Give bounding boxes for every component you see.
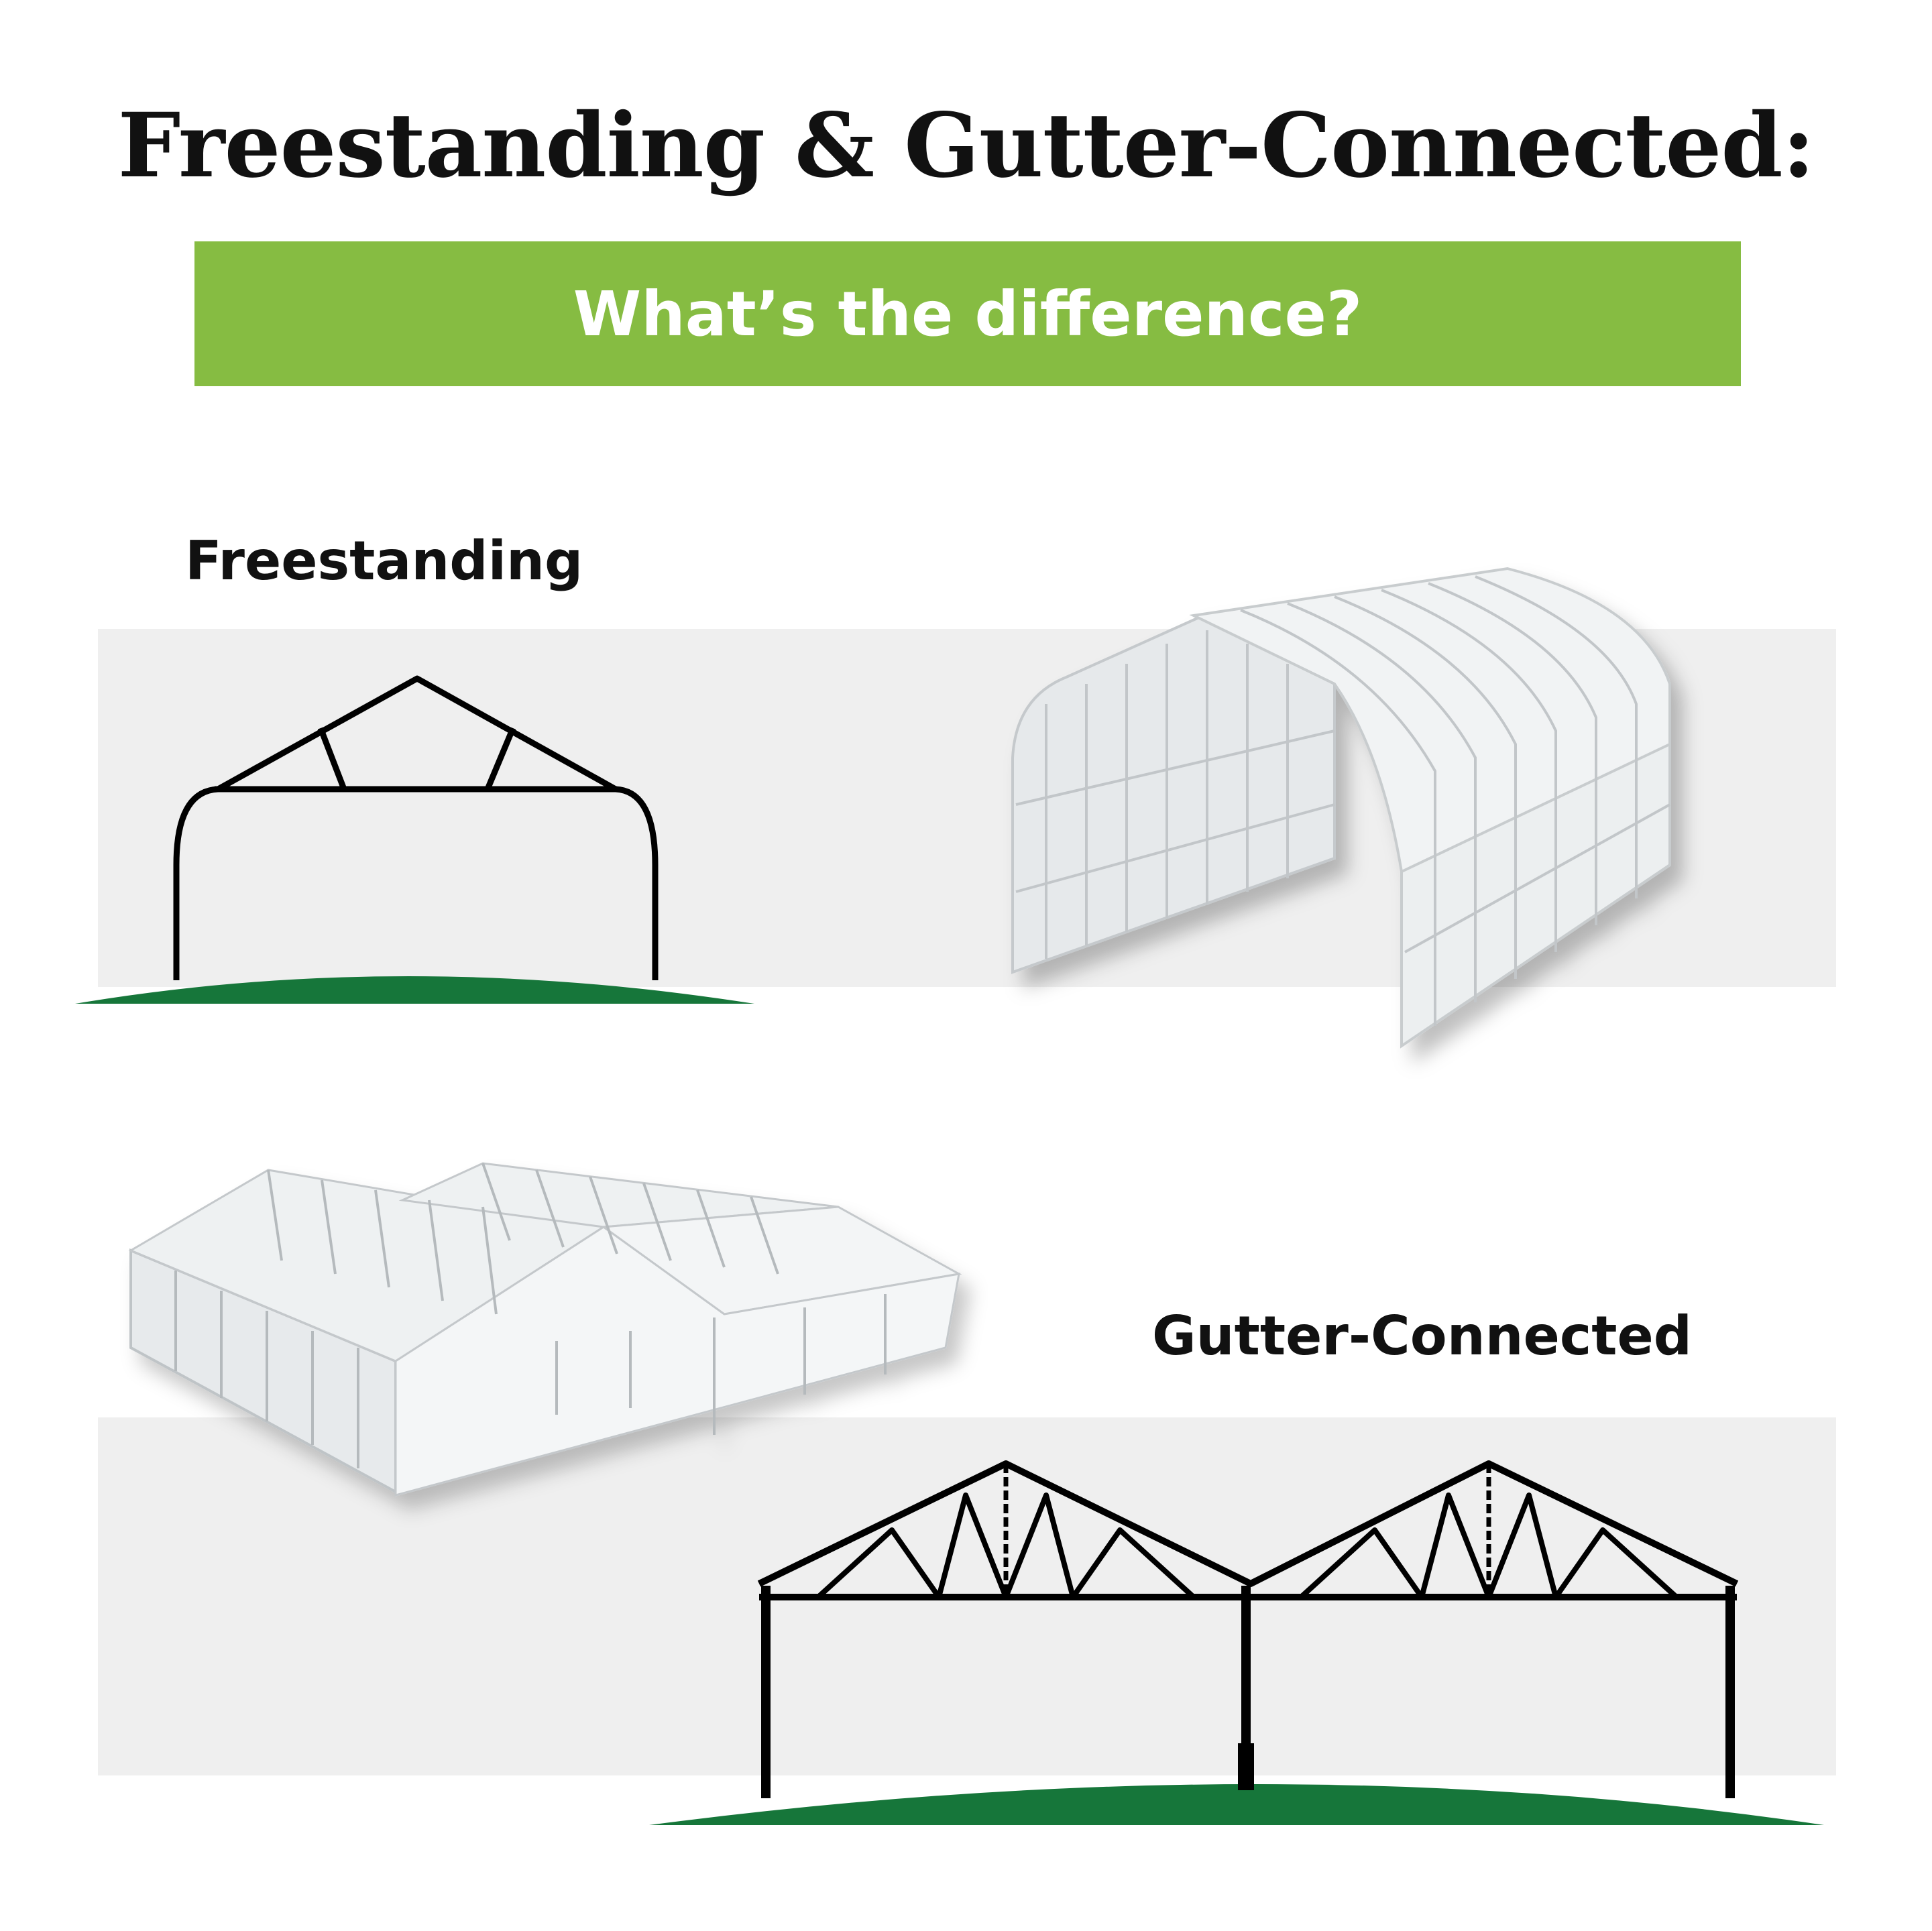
freestanding-arch [173, 675, 659, 980]
page-title: Freestanding & Gutter-Connected: [117, 94, 1815, 198]
subtitle-banner: What’s the difference? [194, 241, 1741, 386]
freestanding-label: Freestanding [185, 530, 583, 592]
gutter-ground [649, 1784, 1824, 1825]
subtitle-text: What’s the difference? [573, 278, 1363, 350]
freestanding-strut-right [484, 727, 516, 791]
freestanding-ground [75, 976, 754, 1004]
freestanding-strut-left [317, 727, 347, 791]
gutter-connected-label: Gutter-Connected [1152, 1305, 1693, 1367]
